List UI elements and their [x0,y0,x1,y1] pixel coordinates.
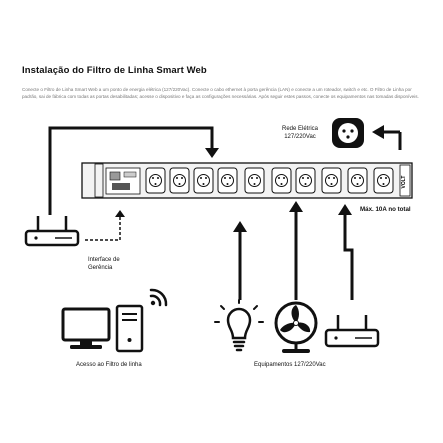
light-bulb-icon [214,299,264,352]
socket-5 [244,167,265,194]
interface-arrowhead [115,210,125,217]
connection-power-line [382,130,402,150]
acesso-label: Acesso ao Filtro de linha [76,362,142,368]
interface-dashed-line [85,215,121,241]
socket-2 [169,167,190,194]
socket-9 [347,167,368,194]
lan-arrowhead [205,148,219,158]
router-icon [24,216,80,247]
socket-8 [321,167,342,194]
equipment-arrowheads [233,201,352,232]
computer-monitor-icon [61,307,111,349]
fan-icon [274,301,318,353]
socket-pins [152,177,387,185]
socket-1 [145,167,166,194]
connection-lan-line [48,126,214,215]
socket-6 [271,167,292,194]
socket-10 [373,167,394,194]
interface-gerencia-label: Interface de Gerência [88,256,120,272]
interface-line1: Interface de [88,257,120,263]
router-icon [324,315,380,348]
diagram-title: Instalação do Filtro de Linha Smart Web [22,65,207,76]
power-outlet-icon [332,118,364,148]
interface-line2: Gerência [88,265,113,271]
socket-7 [295,167,316,194]
socket-row [145,167,394,194]
computer-tower-icon [115,304,144,353]
equipamentos-label: Equipamentos 127/220Vac [254,362,326,368]
rede-eletrica-line1: Rede Elétrica [281,126,319,132]
diagram-description: Conecte o Filtro de Linha Smart Web a um… [22,87,419,99]
wifi-icon [149,288,168,307]
volt-label: VOLT [401,176,407,189]
rede-eletrica-label: Rede Elétrica 127/220Vac [271,125,329,141]
equipment-connection-lines [238,210,354,300]
power-arrowhead [372,125,384,139]
max-load-label: Máx. 10A no total [360,206,411,213]
socket-4 [217,167,238,194]
socket-3 [193,167,214,194]
rede-eletrica-line2: 127/220Vac [284,134,316,140]
